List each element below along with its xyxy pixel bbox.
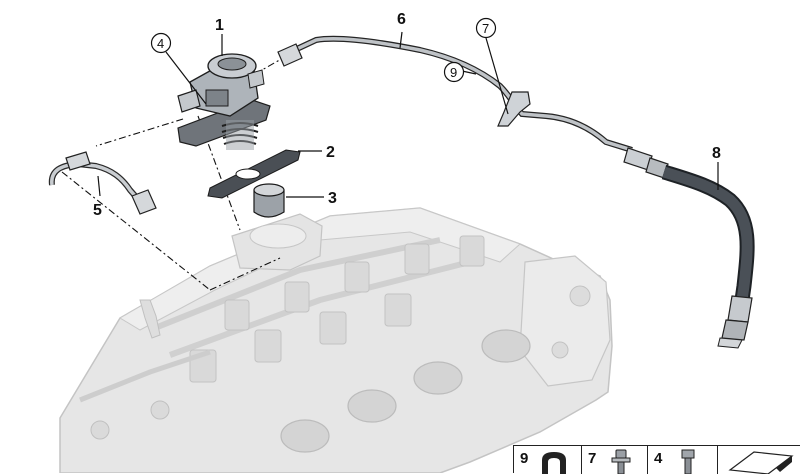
- screw-icon: [611, 449, 631, 474]
- leader-lines: [97, 31, 719, 198]
- callout-5: 5: [93, 202, 102, 219]
- callout-2: 2: [326, 144, 335, 161]
- callout-3: 3: [328, 190, 337, 207]
- gasket-plate: [207, 149, 301, 199]
- parallelogram-icon: [728, 451, 794, 474]
- callout-8: 8: [712, 145, 721, 162]
- flexible-hose: [661, 164, 755, 349]
- high-pressure-pump: [177, 53, 271, 150]
- fuel-feed-pipe: [48, 151, 157, 215]
- callout-9: 9: [450, 65, 457, 80]
- callout-4: 4: [157, 36, 164, 51]
- callout-1: 1: [215, 17, 224, 34]
- callout-7-circle: [475, 17, 497, 39]
- legend-number: 9: [520, 450, 529, 467]
- callout-4-circle: [150, 32, 172, 54]
- legend-cell-9: 9: [514, 446, 582, 474]
- legend-cell-4: 4: [648, 446, 718, 474]
- roller-tappet: [253, 183, 285, 218]
- bolt-icon: [681, 449, 695, 474]
- legend-number: 4: [654, 450, 663, 467]
- callout-7: 7: [482, 21, 489, 36]
- callout-9-circle: [443, 61, 465, 83]
- cylinder-head: [59, 207, 613, 473]
- legend-cell-7: 7: [582, 446, 648, 474]
- parts-legend: 9 7 4: [513, 445, 800, 474]
- seal-ring-icon: [542, 452, 566, 474]
- callout-numbers: 1 2 3 5 6 8 4 7 9: [93, 11, 721, 219]
- fuel-line: [277, 35, 669, 179]
- legend-number: 7: [588, 450, 597, 467]
- callout-6: 6: [397, 11, 406, 28]
- legend-cell-symbol: [718, 446, 800, 474]
